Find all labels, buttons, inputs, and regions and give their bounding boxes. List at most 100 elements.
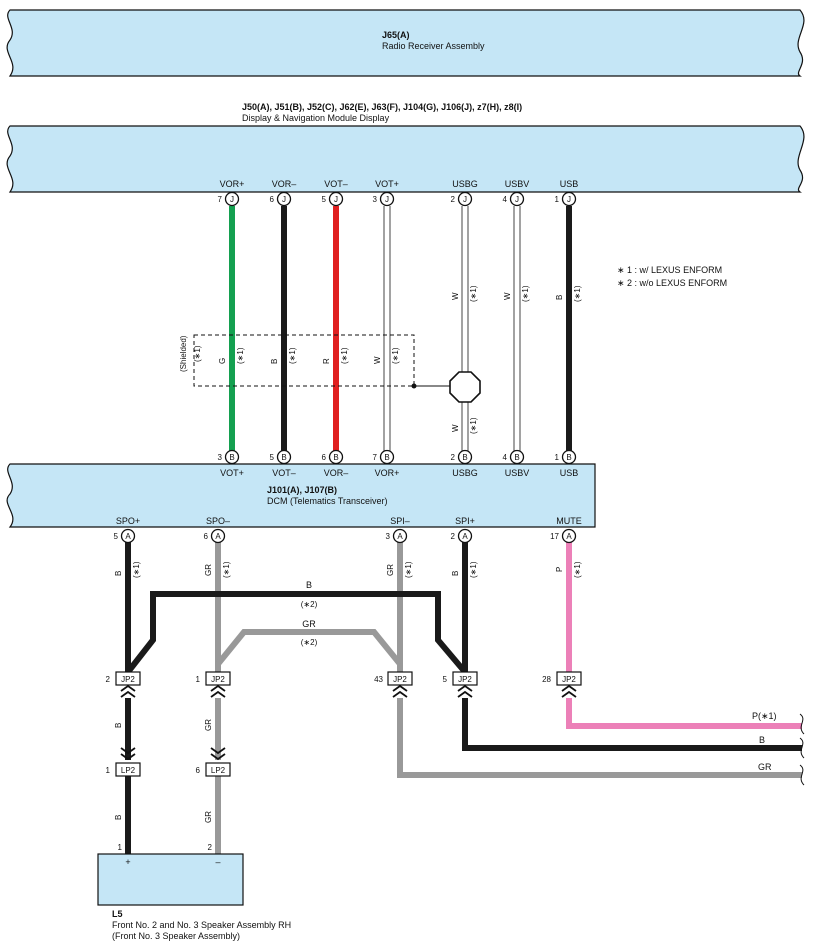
exit-wire-gr-label: GR	[758, 762, 772, 772]
svg-text:2: 2	[451, 453, 456, 462]
svg-text:B: B	[229, 453, 234, 462]
display-pin-vor-plus: VOR+ 7 J	[218, 179, 245, 207]
svg-text:JP2: JP2	[458, 675, 472, 684]
lower-wire-note: (∗1)	[404, 561, 413, 578]
svg-text:7: 7	[218, 195, 223, 204]
display-codes: J50(A), J51(B), J52(C), J62(E), J63(F), …	[242, 102, 522, 112]
svg-text:USB: USB	[560, 179, 579, 189]
svg-text:LP2: LP2	[211, 766, 226, 775]
dcm-codes: J101(A), J107(B)	[267, 485, 337, 495]
display-pin-vot-minus: VOT– 5 J	[322, 179, 348, 207]
svg-text:J: J	[385, 195, 389, 204]
jp2-connector: JP2 2	[106, 671, 141, 698]
svg-text:J: J	[463, 195, 467, 204]
svg-text:SPO+: SPO+	[116, 516, 140, 526]
svg-text:VOR+: VOR+	[220, 179, 245, 189]
upper-wire-color: W	[373, 356, 382, 364]
svg-text:VOT+: VOT+	[375, 179, 399, 189]
dcm-pin-vot-minus: 5 B VOT–	[270, 449, 296, 478]
lower-wire-note: (∗1)	[132, 561, 141, 578]
speaker-sub: (Front No. 3 Speaker Assembly)	[112, 931, 240, 941]
radio-code: J65(A)	[382, 30, 410, 40]
display-module	[6, 125, 805, 193]
svg-text:17: 17	[550, 532, 559, 541]
exit-wire-p	[566, 698, 802, 729]
jp2-connector: JP2 43	[374, 671, 413, 698]
svg-text:B: B	[281, 453, 286, 462]
display-pin-usbg: USBG 2 J	[451, 179, 478, 207]
lower-wire-labels: B (∗1) GR (∗1) GR (∗1) B (∗1) P (∗1)	[114, 561, 582, 578]
svg-text:A: A	[566, 532, 572, 541]
dcm-top-pins: 3 B VOT+ 5 B VOT– 6 B VOR– 7 B VOR+ 2 B …	[218, 449, 578, 478]
svg-text:J: J	[282, 195, 286, 204]
crossover-gr-wire	[215, 629, 403, 666]
dcm-pin-vor-minus: 6 B VOR–	[322, 449, 349, 478]
lower-wire-color: P	[555, 567, 564, 572]
svg-text:5: 5	[322, 195, 327, 204]
harness-wires	[125, 698, 805, 854]
svg-text:SPO–: SPO–	[206, 516, 230, 526]
svg-text:JP2: JP2	[121, 675, 135, 684]
svg-text:A: A	[215, 532, 221, 541]
svg-text:USBG: USBG	[452, 179, 478, 189]
lower-wire-note: (∗1)	[573, 561, 582, 578]
dcm-pin-spi-minus: SPI– 3 A	[386, 516, 410, 544]
display-name: Display & Navigation Module Display	[242, 113, 390, 123]
svg-text:B: B	[462, 453, 467, 462]
svg-text:4: 4	[503, 195, 508, 204]
svg-text:SPI–: SPI–	[390, 516, 410, 526]
speaker-plus: +	[125, 857, 130, 867]
svg-text:5: 5	[114, 532, 119, 541]
svg-text:6: 6	[270, 195, 275, 204]
lower-wire-color: GR	[204, 564, 213, 576]
upper-wire-note: (∗1)	[573, 285, 582, 302]
dcm-pin-usb: 1 B USB	[555, 449, 578, 478]
shield-box	[193, 334, 481, 403]
crossover-labels: B (∗2) GR (∗2)	[301, 580, 318, 647]
speaker-name: Front No. 2 and No. 3 Speaker Assembly R…	[112, 920, 291, 930]
dcm-pin-spo-plus: SPO+ 5 A	[114, 516, 140, 544]
svg-text:A: A	[397, 532, 403, 541]
lp2-connectors: LP2 1 LP2 6	[106, 747, 231, 777]
svg-text:USBV: USBV	[505, 179, 530, 189]
exit-wire-p-label: P(∗1)	[752, 711, 777, 721]
upper-wire-color: R	[322, 358, 331, 364]
radio-name: Radio Receiver Assembly	[382, 41, 485, 51]
svg-text:VOT+: VOT+	[220, 468, 244, 478]
crossover-b-note: (∗2)	[301, 600, 318, 609]
svg-text:5: 5	[270, 453, 275, 462]
svg-text:1: 1	[555, 453, 560, 462]
svg-text:VOR–: VOR–	[324, 468, 349, 478]
dcm-bottom-pins: SPO+ 5 A SPO– 6 A SPI– 3 A SPI+ 2 A MUTE…	[114, 516, 582, 544]
svg-text:2: 2	[106, 675, 111, 684]
svg-text:3: 3	[386, 532, 391, 541]
svg-text:J: J	[567, 195, 571, 204]
svg-text:USBV: USBV	[505, 468, 530, 478]
svg-text:4: 4	[503, 453, 508, 462]
usbg-lower-color: W	[451, 424, 460, 432]
lower-wire-note: (∗1)	[222, 561, 231, 578]
svg-text:VOT–: VOT–	[324, 179, 348, 189]
upper-wire-note: (∗1)	[469, 285, 478, 302]
svg-text:VOR+: VOR+	[375, 468, 400, 478]
upper-wire-note: (∗1)	[288, 347, 297, 364]
upper-wires	[229, 206, 572, 451]
svg-text:2: 2	[451, 195, 456, 204]
svg-text:J: J	[334, 195, 338, 204]
dcm-name: DCM (Telematics Transceiver)	[267, 496, 388, 506]
lower-wire-color: B	[114, 571, 123, 576]
svg-text:VOR–: VOR–	[272, 179, 297, 189]
harness-wire-labels: B GR B GR	[114, 719, 213, 823]
upper-wire-note: (∗1)	[391, 347, 400, 364]
svg-text:VOT–: VOT–	[272, 468, 296, 478]
speaker-pin-2: 2	[208, 843, 213, 852]
lower-wire-color: B	[451, 571, 460, 576]
svg-text:JP2: JP2	[562, 675, 576, 684]
svg-text:43: 43	[374, 675, 383, 684]
shield-note: (∗1)	[193, 345, 202, 362]
exit-wire-b	[462, 698, 802, 751]
dcm-pin-usbv: 4 B USBV	[503, 449, 530, 478]
note-2: ∗ 2 : w/o LEXUS ENFORM	[617, 278, 727, 288]
svg-text:7: 7	[373, 453, 378, 462]
svg-text:GR: GR	[204, 719, 213, 731]
